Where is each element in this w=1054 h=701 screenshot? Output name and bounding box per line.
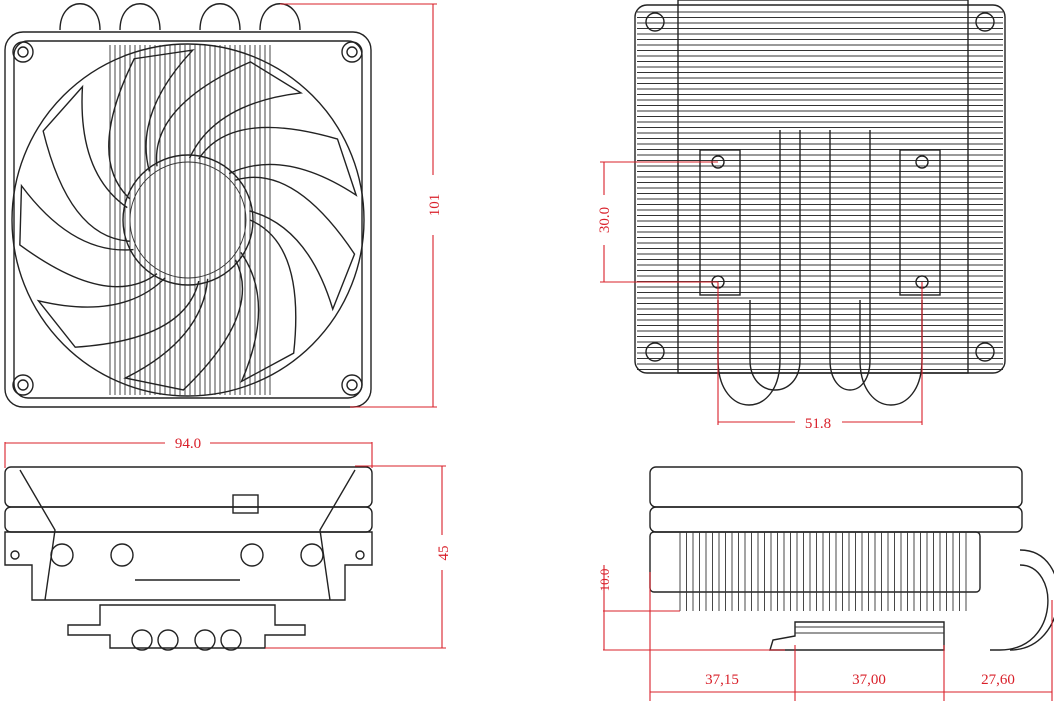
- fan-blade: [235, 176, 356, 312]
- dim-offset-right: 27,60: [981, 672, 1015, 688]
- mount-screw-icon: [12, 41, 363, 396]
- dim-base-width: 37,00: [852, 672, 886, 688]
- dim-hole-spacing-h: 51.8: [805, 416, 831, 432]
- fan-blade: [155, 61, 303, 167]
- fan-blade: [240, 219, 297, 383]
- fan-blade: [36, 277, 200, 348]
- fan-blade: [198, 126, 358, 197]
- dim-side-height: 45: [436, 546, 452, 561]
- dim-offset-left: 37,15: [705, 672, 739, 688]
- fan-blade: [108, 49, 195, 200]
- dim-hole-spacing-v: 30.0: [597, 207, 613, 233]
- dim-side-width: 94.0: [175, 436, 201, 452]
- rear-view: 30.0 51.8: [597, 0, 1006, 432]
- fan-blade: [19, 183, 158, 288]
- fan-blade: [42, 84, 130, 242]
- fan-blade: [123, 259, 244, 391]
- front-view: 101: [4, 3, 443, 408]
- side-view: 94.0 45: [4, 436, 452, 651]
- dim-front-height: 101: [427, 194, 443, 217]
- dim-base-offset: 10.0: [597, 569, 612, 592]
- side-view-2: 10.0 37,15 37,00 27,60: [597, 466, 1054, 701]
